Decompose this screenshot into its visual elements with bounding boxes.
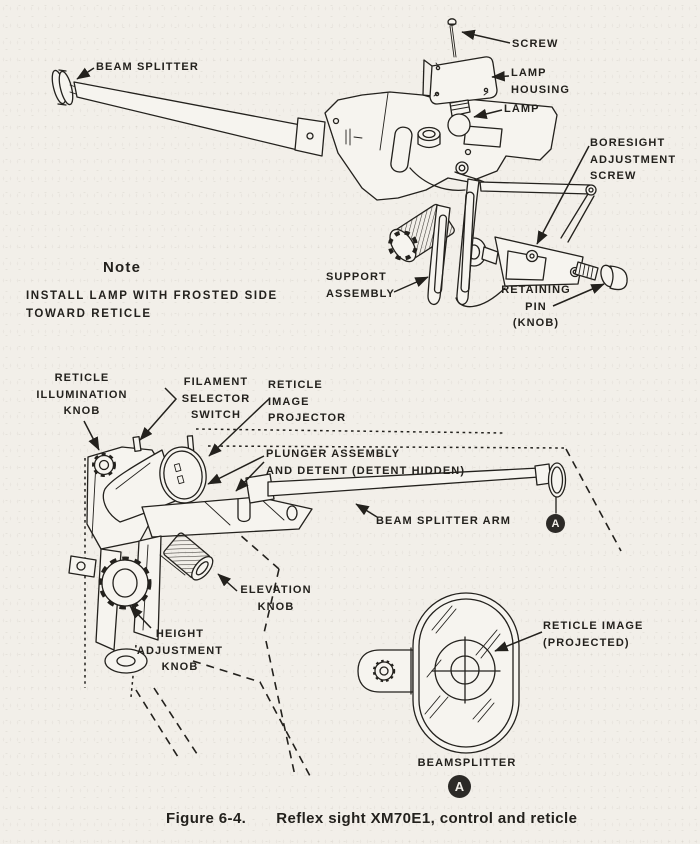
label-reticle-image-projector: RETICLE IMAGE PROJECTOR: [268, 379, 347, 424]
beamsplitter-closeup-drawing: [357, 592, 543, 754]
glass-shine-hatching: [424, 605, 501, 723]
elevation-knob-part: [163, 532, 214, 581]
control-view-drawing: [68, 387, 567, 674]
boresight-screw: [525, 249, 539, 263]
figure-caption-title: Reflex sight XM70E1, control and reticle: [276, 810, 578, 827]
support-assembly-frame: [427, 178, 597, 308]
label-reticle-image-projected: RETICLE IMAGE (PROJECTED): [543, 620, 644, 649]
label-retaining-pin: RETAINING PIN (KNOB): [501, 284, 571, 329]
lamp-bulb: [447, 99, 471, 137]
note-title: Note: [103, 259, 142, 276]
leader-arrows-fig1: [76, 29, 605, 307]
label-support-assembly: SUPPORT ASSEMBLY: [326, 271, 395, 300]
detail-marker-a-closeup-letter: A: [454, 779, 465, 794]
detail-marker-a-closeup: A: [448, 775, 471, 798]
hidden-mount-outline-dashed: [84, 428, 622, 777]
detail-marker-a-arm: A: [546, 514, 565, 533]
label-screw: SCREW: [512, 38, 559, 50]
beam-splitter-mirror: [51, 69, 77, 106]
retaining-pin-knob: [574, 261, 628, 291]
leader-arrows-fig2: [83, 387, 378, 629]
label-elevation-knob: ELEVATION KNOB: [240, 584, 312, 613]
label-lamp-housing: LAMP HOUSING: [511, 67, 571, 96]
height-adjustment-knob-part: [98, 556, 152, 610]
label-beam-splitter-arm: BEAM SPLITTER ARM: [376, 515, 512, 527]
lamp-screw: [447, 18, 457, 58]
leader-arrow-reticle-image: [494, 631, 543, 652]
figure-caption: Figure 6-4. Reflex sight XM70E1, control …: [166, 810, 577, 827]
figure-caption-number: Figure 6-4.: [166, 810, 247, 827]
projected-reticle: [431, 636, 501, 704]
plunger-bracket: [141, 496, 313, 538]
beam-splitter-arm-rod: [245, 462, 567, 514]
label-lamp: LAMP: [504, 103, 540, 115]
sight-body: [324, 91, 558, 201]
splitter-arm: [73, 81, 326, 157]
label-filament-selector-switch: FILAMENT SELECTOR SWITCH: [181, 376, 251, 421]
label-beam-splitter: BEAM SPLITTER: [96, 61, 199, 73]
lamp-housing-box: [422, 56, 498, 105]
label-beamsplitter: BEAMSPLITTER: [417, 757, 517, 769]
label-height-adjustment-knob: HEIGHT ADJUSTMENT KNOB: [136, 628, 224, 673]
label-reticle-illumination-knob: RETICLE ILLUMINATION KNOB: [36, 372, 128, 417]
label-plunger-assembly: PLUNGER ASSEMBLY AND DETENT (DETENT HIDD…: [266, 448, 466, 477]
exploded-view-drawing: [51, 18, 628, 308]
label-boresight-adjustment-screw: BORESIGHT ADJUSTMENT SCREW: [590, 137, 677, 182]
detail-marker-a-arm-letter: A: [551, 517, 560, 530]
note-body: INSTALL LAMP WITH FROSTED SIDE TOWARD RE…: [26, 290, 278, 320]
